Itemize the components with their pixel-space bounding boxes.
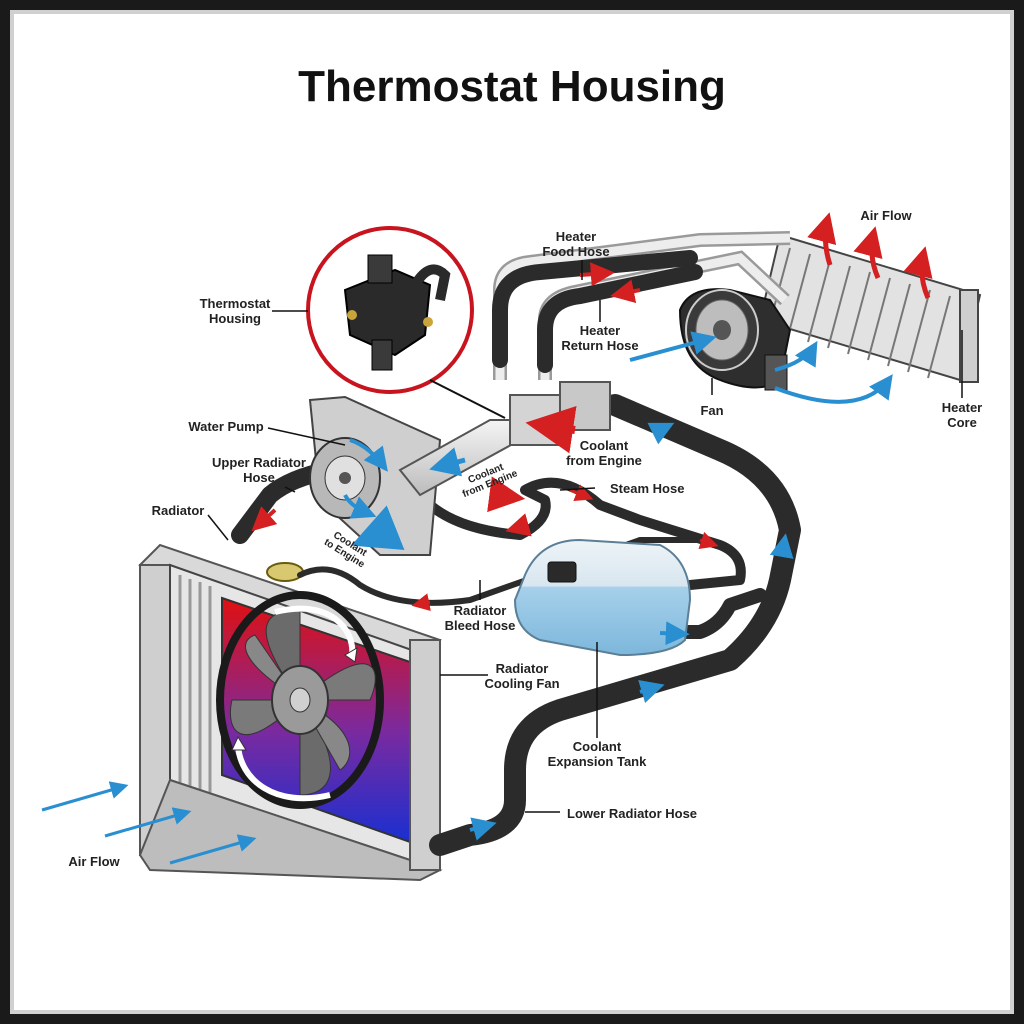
label-fan: Fan [700, 403, 724, 418]
label-air-flow-bottom: Air Flow [68, 854, 120, 869]
thermostat-housing-part [343, 254, 451, 371]
tank-cap [547, 561, 577, 583]
lower-radiator-hose [429, 394, 801, 856]
label-water-pump: Water Pump [188, 419, 264, 434]
label-air-flow-top: Air Flow [860, 208, 912, 223]
label-thermostat-housing: Thermostat Housing [199, 296, 271, 326]
coolant-expansion-tank [513, 538, 692, 657]
coolant-from-engine-arrow [525, 405, 577, 454]
heater-food-hose [492, 250, 698, 368]
label-radiator-bleed-hose: Radiator Bleed Hose [444, 603, 516, 633]
flow-arrows [41, 212, 933, 865]
radiator-fins [178, 575, 212, 795]
label-lower-radiator-hose: Lower Radiator Hose [567, 806, 698, 821]
label-upper-radiator-hose: Upper Radiator Hose [212, 455, 306, 485]
label-heater-food-hose: Heater Food Hose [542, 229, 610, 259]
radiator-cap [266, 562, 304, 582]
label-radiator: Radiator [151, 503, 205, 518]
label-radiator-cooling-fan: Radiator Cooling Fan [484, 661, 560, 691]
label-steam-hose: Steam Hose [610, 481, 685, 496]
heater-blower-fan [678, 288, 792, 391]
label-heater-return-hose: Heater Return Hose [561, 323, 639, 353]
radiator-cooling-fan [216, 591, 384, 809]
radiator-bleed-hose [297, 537, 703, 606]
tank-outlet-hose [633, 588, 767, 639]
water-pump [308, 381, 611, 556]
small-from-engine-arrow [487, 476, 526, 513]
hoses [231, 250, 801, 856]
label-heater-core: Heater Core [941, 400, 983, 430]
heater-return-hot-arrow [610, 279, 641, 304]
label-coolant-expansion-tank: Coolant Expansion Tank [547, 739, 647, 769]
heater-return-hose [537, 264, 703, 373]
heater-food-hot-arrow [579, 262, 615, 287]
page-title: Thermostat Housing [298, 62, 726, 111]
coolant-to-engine-arrow [351, 505, 405, 551]
label-coolant-from-engine: Coolant from Engine [566, 438, 642, 468]
leader-lines [207, 260, 963, 813]
upper-hose-hot-arrow [251, 506, 278, 532]
thermostat-callout [306, 226, 506, 419]
